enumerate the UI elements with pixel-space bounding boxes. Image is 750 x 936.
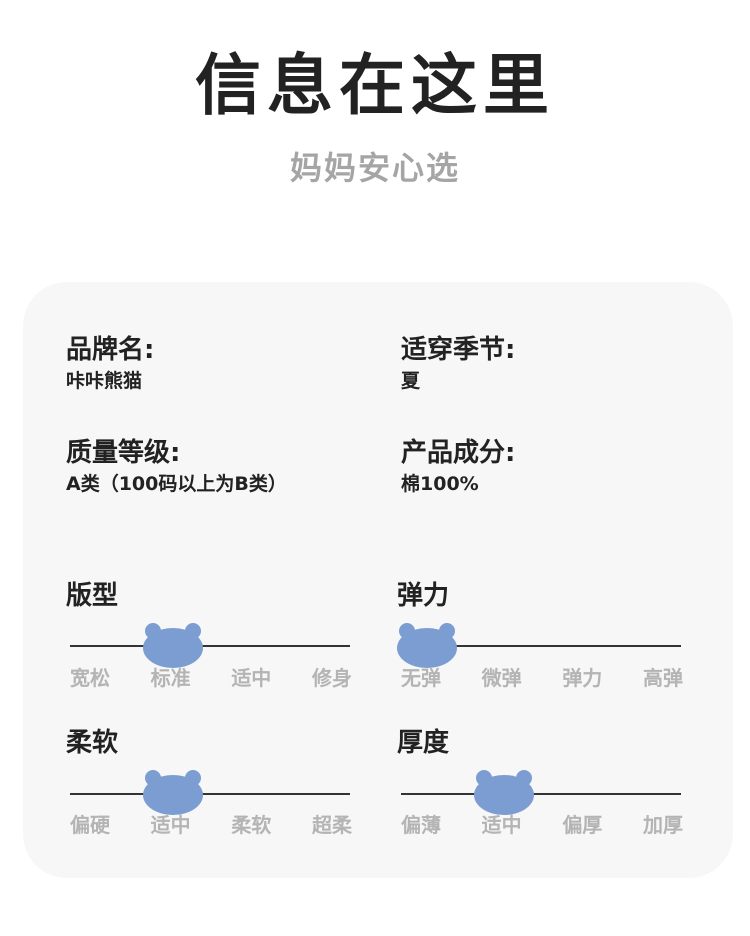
scale-elasticity-bear-indicator-icon [397,622,457,668]
scale-elasticity-option-4: 高弹 [642,666,683,690]
scale-thickness-options: 偏薄 适中 偏厚 加厚 [401,812,683,838]
brand-label: 品牌名: [66,335,155,365]
season-value: 夏 [401,370,421,392]
quality-label: 质量等级: [66,438,181,468]
scale-thickness-option-2: 适中 [481,813,522,837]
page-title: 信息在这里 [195,47,555,124]
scale-elasticity-option-2: 微弹 [481,666,522,690]
scale-softness-options: 偏硬 适中 柔软 超柔 [70,812,352,838]
quality-value: A类（100码以上为B类） [66,473,287,495]
material-label: 产品成分: [401,438,516,468]
product-info-card: 品牌名: 咔咔熊猫 适穿季节: 夏 质量等级: A类（100码以上为B类） 产品… [23,282,733,878]
scale-thickness-title: 厚度 [397,728,450,758]
scale-fit-option-2: 标准 [150,666,191,690]
scale-fit-option-1: 宽松 [70,666,110,690]
material-value: 棉100% [401,473,479,495]
scale-softness-option-4: 超柔 [311,813,352,837]
scale-elasticity-options: 无弹 微弹 弹力 高弹 [401,665,683,691]
scale-fit-options: 宽松 标准 适中 修身 [70,665,352,691]
scale-softness-option-1: 偏硬 [70,813,110,837]
scale-fit-track [70,645,350,647]
scale-fit-bear-indicator-icon [143,622,203,668]
scale-softness-bear-indicator-icon [143,769,203,815]
scale-elasticity-title: 弹力 [397,581,450,611]
season-label: 适穿季节: [401,335,516,365]
scale-fit-option-3: 适中 [231,666,272,690]
scale-fit-title: 版型 [66,581,119,611]
scale-thickness-option-4: 加厚 [642,813,683,837]
scale-elasticity-option-1: 无弹 [401,666,441,690]
scale-softness-option-2: 适中 [150,813,191,837]
scale-softness-title: 柔软 [66,728,119,758]
scale-thickness-bear-indicator-icon [474,769,534,815]
scale-thickness-option-3: 偏厚 [562,813,603,837]
scale-softness-option-3: 柔软 [231,813,272,837]
scale-fit-option-4: 修身 [311,666,352,690]
page-subtitle: 妈妈安心选 [289,149,460,187]
scale-thickness-option-1: 偏薄 [401,813,441,837]
scale-thickness-track [401,793,681,795]
scale-elasticity-option-3: 弹力 [562,666,603,690]
scale-elasticity-track [401,645,681,647]
scale-softness-track [70,793,350,795]
brand-value: 咔咔熊猫 [66,370,143,392]
